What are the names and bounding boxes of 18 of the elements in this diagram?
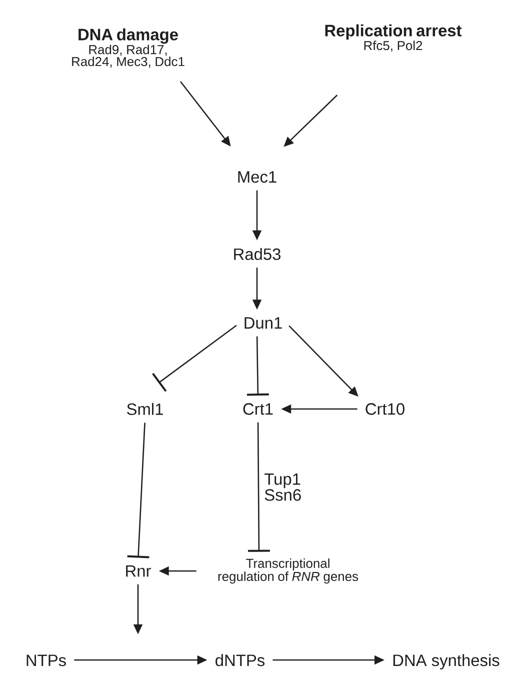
node-label: NTPs (26, 654, 66, 666)
node-label: Rnr (126, 565, 151, 577)
node-label: DNA synthesis (393, 654, 500, 670)
node-label: Rad53 (234, 248, 280, 260)
node-label: Sml1 (127, 402, 163, 416)
node-label: Crt1 (243, 403, 273, 415)
node-label: Transcriptional regulation of RNR genes (218, 558, 358, 584)
node-label: Crt10 (366, 403, 404, 415)
inhibition-line (152, 324, 237, 392)
inhibition-line (127, 422, 150, 558)
node-label: dNTPs (216, 654, 265, 666)
inhibition-line (246, 336, 269, 396)
inhibition-line (248, 422, 270, 552)
node-label: Dun1 (244, 317, 282, 329)
edge-label: Tup1 Ssn6 (263, 472, 306, 502)
stimulus-label: Replication arrest Rfc5, Pol2 (325, 24, 462, 52)
stimulus-label: DNA damage Rad9, Rad17, Rad24, Mec3, Ddc1 (72, 28, 184, 68)
node-label: Mec1 (238, 171, 276, 183)
